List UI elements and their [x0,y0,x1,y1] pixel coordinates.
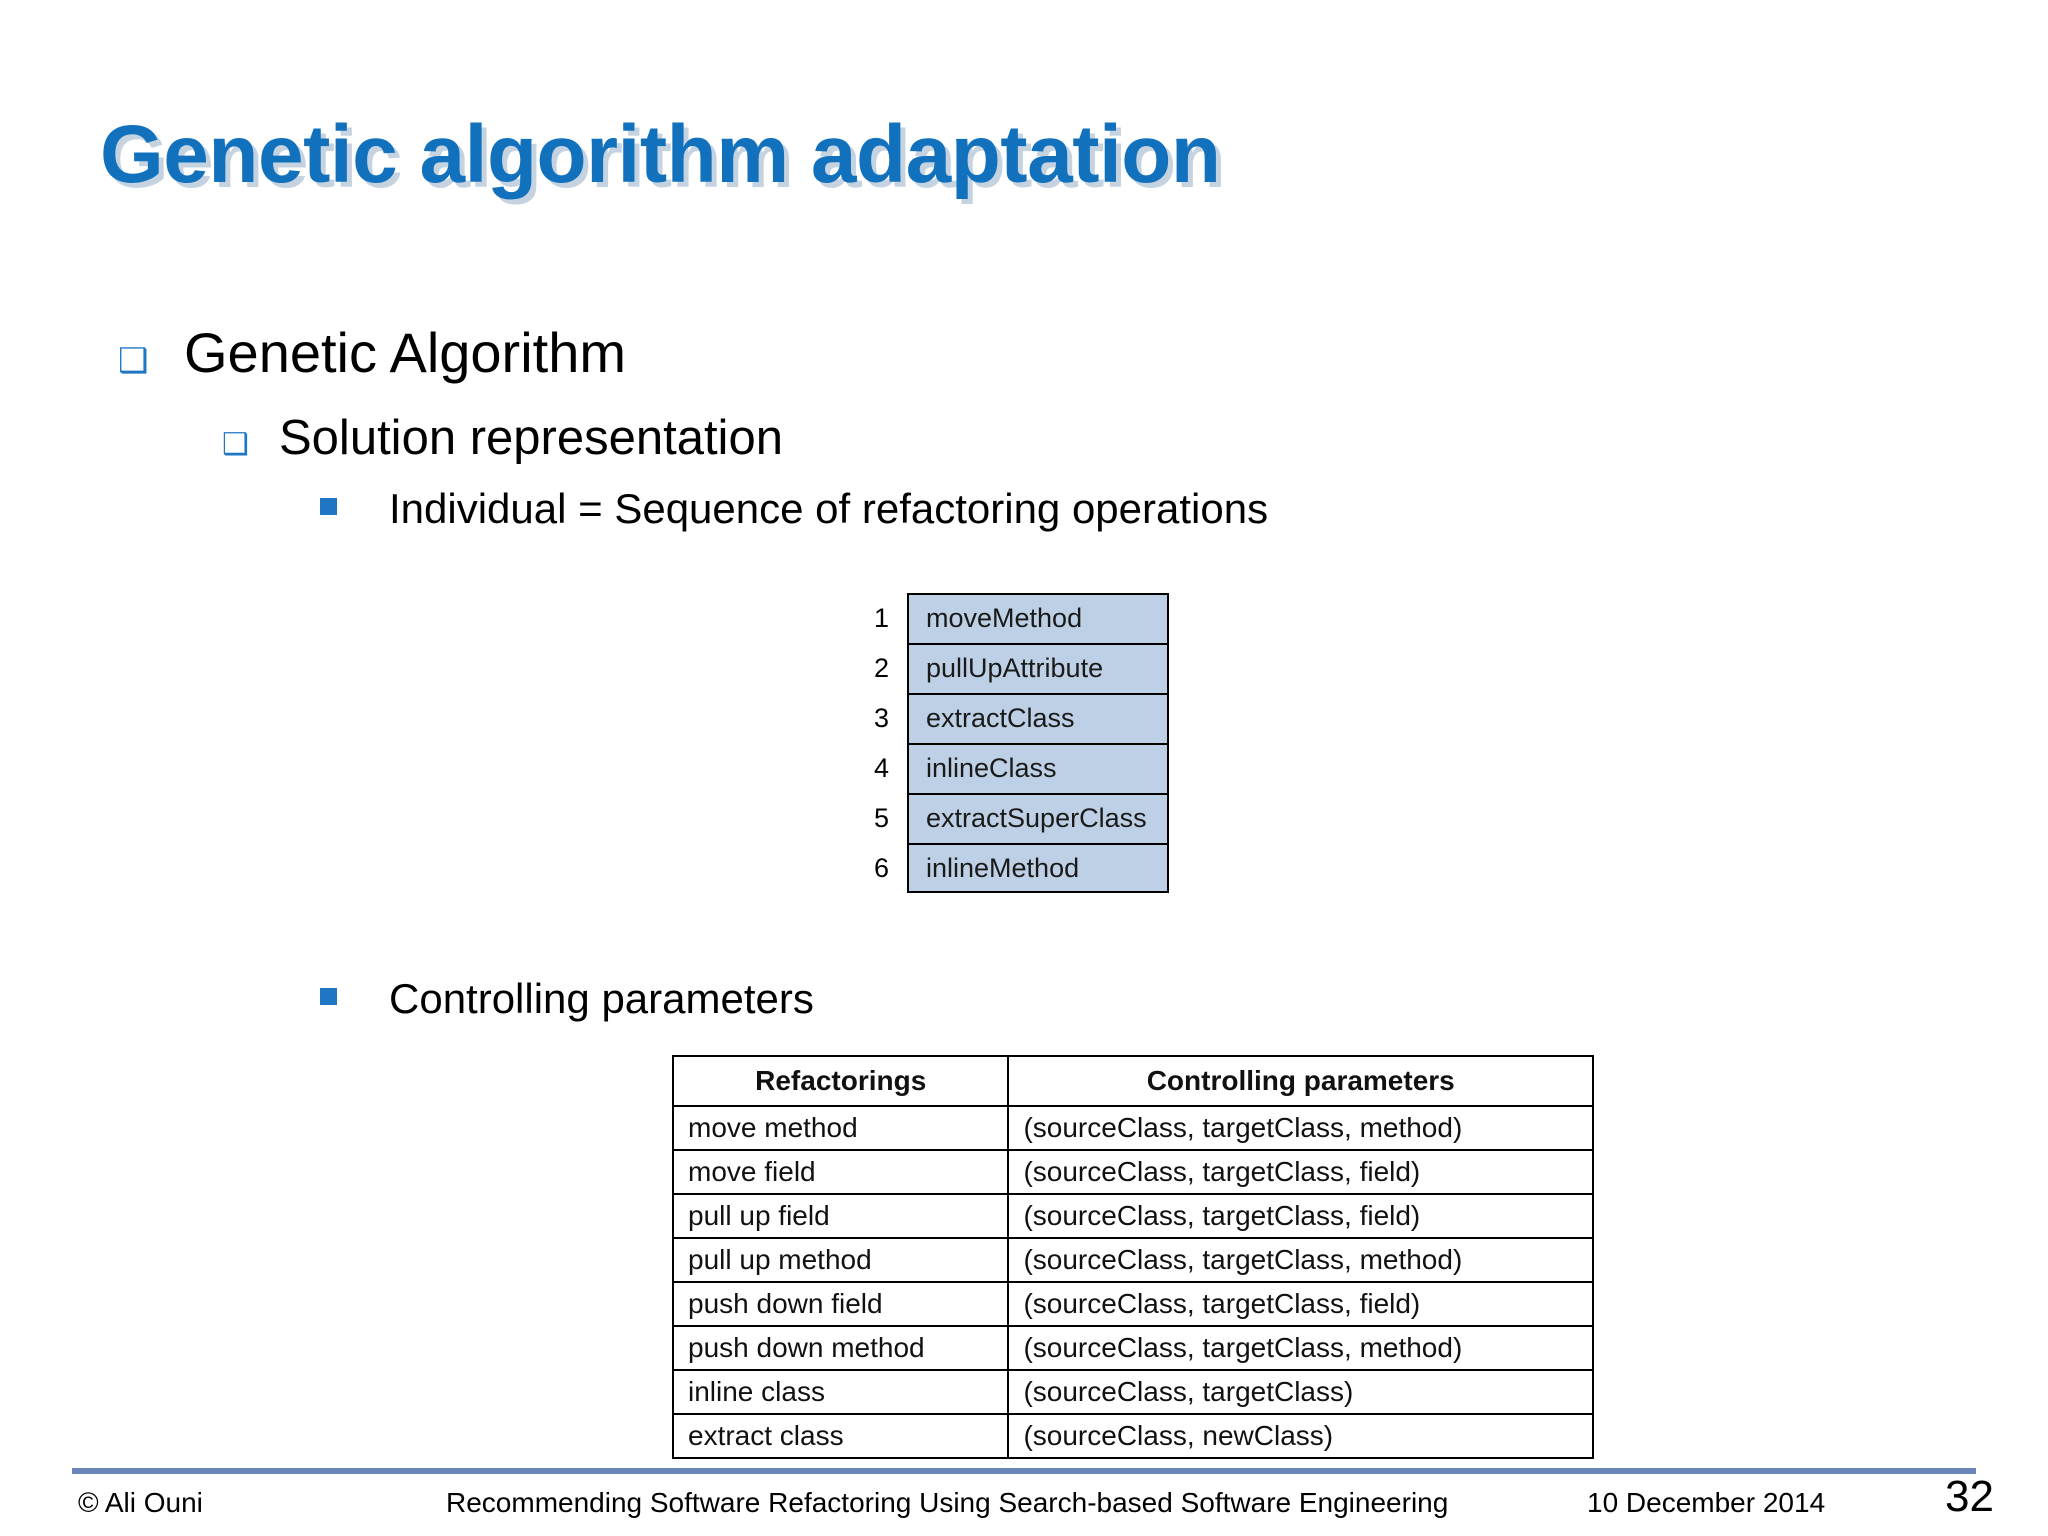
cell-parameters: (sourceClass, targetClass, field) [1007,1281,1594,1327]
cell-parameters: (sourceClass, targetClass, field) [1007,1193,1594,1239]
cell-refactoring: push down method [671,1325,1010,1371]
sequence-operation-cell: extractSuperClass [907,793,1169,843]
sequence-operation-cell: pullUpAttribute [907,643,1169,693]
bullet-label-controlling-parameters: Controlling parameters [389,975,814,1022]
sequence-row: 4 inlineClass [845,743,1169,793]
individual-sequence-diagram: 1 moveMethod 2 pullUpAttribute 3 extract… [845,593,1169,893]
bullet-solution-representation: ❑ Solution representation [222,410,783,466]
bullet-label-solution-representation: Solution representation [279,411,783,465]
sequence-index: 1 [873,603,889,633]
table-row: move field (sourceClass, targetClass, fi… [671,1149,1594,1195]
cell-parameters: (sourceClass, targetClass, field) [1007,1149,1594,1195]
bullet-label-genetic-algorithm: Genetic Algorithm [184,321,626,384]
page-title: Genetic algorithm adaptation [100,109,1221,200]
table-row: move method (sourceClass, targetClass, m… [671,1105,1594,1151]
sequence-index: 5 [873,803,889,833]
cell-refactoring: pull up method [671,1237,1010,1283]
sequence-index: 4 [873,753,889,783]
sequence-row: 3 extractClass [845,693,1169,743]
table-row: extract class (sourceClass, newClass) [671,1413,1594,1459]
hollow-square-bullet-icon: ❑ [222,428,249,461]
sequence-index: 2 [873,653,889,683]
cell-refactoring: move method [671,1105,1010,1151]
filled-square-bullet-icon [320,988,337,1005]
sequence-operation-cell: inlineClass [907,743,1169,793]
cell-refactoring: push down field [671,1281,1010,1327]
sequence-row: 5 extractSuperClass [845,793,1169,843]
cell-refactoring: extract class [671,1413,1010,1459]
cell-refactoring: inline class [671,1369,1010,1415]
sequence-row: 2 pullUpAttribute [845,643,1169,693]
footer-presentation-title: Recommending Software Refactoring Using … [446,1487,1449,1518]
footer-author: © Ali Ouni [78,1487,203,1518]
sequence-index: 3 [873,703,889,733]
sequence-operation-cell: inlineMethod [907,843,1169,893]
cell-refactoring: move field [671,1149,1010,1195]
cell-parameters: (sourceClass, targetClass) [1007,1369,1594,1415]
hollow-square-bullet-icon: ❑ [118,342,149,380]
table-row: pull up method (sourceClass, targetClass… [671,1237,1594,1283]
footer-divider [72,1468,1976,1474]
sequence-row: 6 inlineMethod [845,843,1169,893]
table-row: push down field (sourceClass, targetClas… [671,1281,1594,1327]
sequence-row: 1 moveMethod [845,593,1169,643]
cell-parameters: (sourceClass, targetClass, method) [1007,1105,1594,1151]
footer-date: 10 December 2014 [1587,1487,1826,1518]
cell-parameters: (sourceClass, targetClass, method) [1007,1237,1594,1283]
slide-page-number: 32 [1945,1472,1994,1521]
table-row: push down method (sourceClass, targetCla… [671,1325,1594,1371]
column-header-refactorings: Refactorings [671,1055,1010,1107]
cell-parameters: (sourceClass, targetClass, method) [1007,1325,1594,1371]
column-header-controlling-parameters: Controlling parameters [1007,1055,1594,1107]
table-row: pull up field (sourceClass, targetClass,… [671,1193,1594,1239]
bullet-controlling-parameters: Controlling parameters [320,975,814,1023]
controlling-parameters-table: Refactorings Controlling parameters move… [671,1055,1594,1459]
cell-refactoring: pull up field [671,1193,1010,1239]
sequence-operation-cell: extractClass [907,693,1169,743]
sequence-index: 6 [873,853,889,883]
table-row: inline class (sourceClass, targetClass) [671,1369,1594,1415]
bullet-individual-sequence: Individual = Sequence of refactoring ope… [320,485,1268,533]
bullet-genetic-algorithm: ❑ Genetic Algorithm [118,320,626,385]
sequence-operation-cell: moveMethod [907,593,1169,643]
cell-parameters: (sourceClass, newClass) [1007,1413,1594,1459]
filled-square-bullet-icon [320,498,337,515]
bullet-label-individual-sequence: Individual = Sequence of refactoring ope… [389,485,1269,532]
table-header-row: Refactorings Controlling parameters [671,1055,1594,1107]
